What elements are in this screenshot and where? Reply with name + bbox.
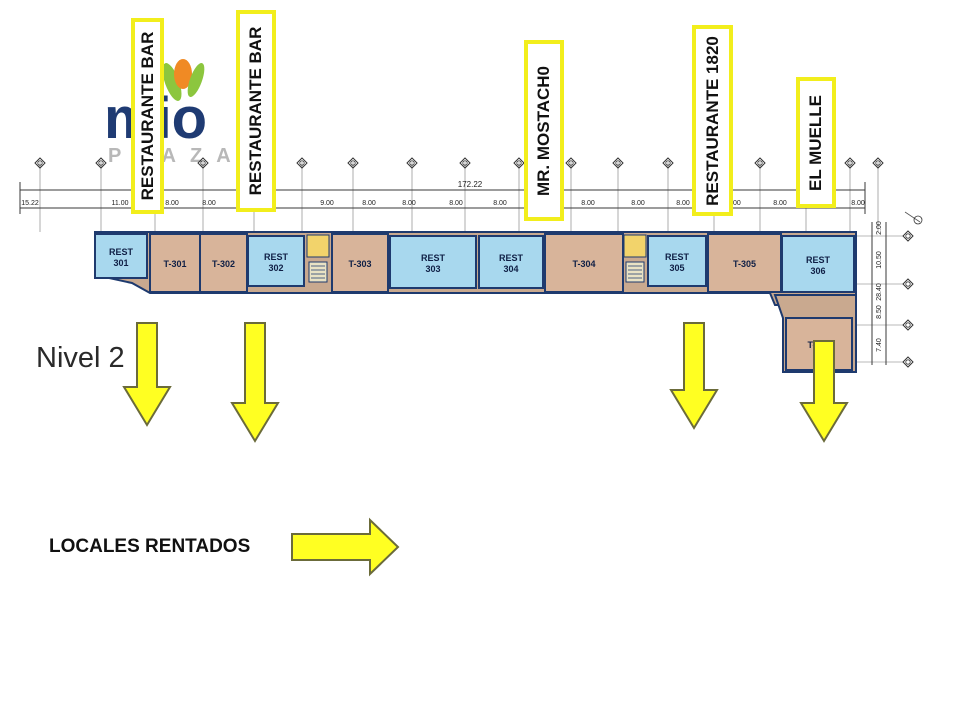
dimension-segment: 8.00 bbox=[362, 200, 376, 207]
dimension-side-value: 8.50 bbox=[876, 305, 883, 319]
grid-marker bbox=[754, 157, 766, 232]
dimension-segment: 11.00 bbox=[112, 200, 129, 207]
dimension-side-value: 10.50 bbox=[876, 251, 883, 269]
unit-label: T-302 bbox=[212, 259, 235, 269]
grid-marker bbox=[34, 157, 46, 232]
unit-label: 304 bbox=[503, 264, 518, 274]
unit-label: REST bbox=[806, 255, 831, 265]
dimension-segment: 15.22 bbox=[21, 200, 39, 207]
grid-marker bbox=[197, 157, 209, 232]
unit-label: REST bbox=[499, 253, 524, 263]
logo-leaf-green-2 bbox=[187, 62, 205, 98]
dimension-segment: 8.00 bbox=[581, 200, 595, 207]
dimension-segment: 9.00 bbox=[320, 200, 334, 207]
dimension-segment: 8.00 bbox=[493, 200, 507, 207]
tenant-name-box: RESTAURANTE BAR bbox=[236, 10, 276, 212]
down-arrows bbox=[122, 322, 849, 443]
unit-label: T-305 bbox=[733, 259, 756, 269]
unit-label: 301 bbox=[113, 258, 128, 268]
legend-arrow bbox=[291, 517, 400, 577]
tenant-name-label: RESTAURANTE 1820 bbox=[702, 35, 722, 206]
grid-marker bbox=[459, 157, 471, 232]
unit-label: REST bbox=[665, 252, 690, 262]
dimension-segment: 8.00 bbox=[165, 200, 179, 207]
dimension-segment: 8.00 bbox=[727, 200, 741, 207]
tenant-name-box: RESTAURANTE 1820 bbox=[692, 25, 733, 216]
mio-plaza-logo: mio PLAZA bbox=[104, 59, 245, 167]
grid-marker bbox=[406, 157, 418, 232]
dimension-segment: 8.00 bbox=[449, 200, 463, 207]
dimension-side: 2.00 10.50 28.40 8.50 7.40 bbox=[876, 221, 883, 352]
tenant-name-box: MR. MOSTACH0 bbox=[524, 40, 564, 221]
grid-marker bbox=[513, 157, 525, 232]
tenant-unit: T-302 bbox=[199, 233, 248, 293]
dimension-side-value: 7.40 bbox=[876, 338, 883, 352]
logo-leaf-green bbox=[162, 63, 182, 101]
tenant-name-box: RESTAURANTE BAR bbox=[131, 18, 164, 214]
tenant-unit: T-305 bbox=[707, 233, 782, 293]
stairs-1 bbox=[306, 234, 330, 283]
grid-marker bbox=[347, 157, 359, 232]
unit-label: REST bbox=[421, 253, 446, 263]
down-arrow bbox=[122, 322, 172, 427]
dimension-segment: 8.00 bbox=[631, 200, 645, 207]
grid-marker bbox=[612, 157, 624, 232]
grid-marker bbox=[856, 230, 914, 242]
grid-marker bbox=[844, 157, 856, 232]
dimension-side-value: 28.40 bbox=[876, 283, 883, 301]
logo-leaf-orange bbox=[174, 59, 192, 89]
tenant-name-label: RESTAURANTE BAR bbox=[137, 31, 157, 201]
grid-marker bbox=[856, 278, 914, 290]
dimension-total: 172.22 bbox=[458, 180, 483, 189]
tenant-name-box: EL MUELLE bbox=[796, 77, 836, 208]
unit-label: 302 bbox=[268, 263, 283, 273]
down-arrow bbox=[799, 340, 849, 443]
dimension-segment: 8.00 bbox=[676, 200, 690, 207]
dimension-side-value: 2.00 bbox=[876, 221, 883, 235]
level-label: Nivel 2 bbox=[36, 342, 125, 374]
unit-label: T-304 bbox=[572, 259, 595, 269]
unit-label: 306 bbox=[810, 266, 825, 276]
dimension-segment: 8.00 bbox=[402, 200, 416, 207]
unit-label: 305 bbox=[669, 263, 684, 273]
unit-label: T-303 bbox=[348, 259, 371, 269]
row-grid-markers bbox=[856, 211, 923, 368]
stairs-2 bbox=[623, 234, 647, 283]
down-arrow bbox=[669, 322, 719, 430]
tenant-name-label: MR. MOSTACH0 bbox=[534, 65, 553, 196]
grid-marker bbox=[662, 157, 674, 232]
grid-marker bbox=[296, 157, 308, 232]
tenant-name-label: EL MUELLE bbox=[806, 94, 825, 191]
tenant-unit: T-301 bbox=[149, 233, 201, 293]
logo-sub-text: PLAZA bbox=[108, 145, 245, 167]
grid-marker bbox=[565, 157, 577, 232]
tenant-unit: T-303 bbox=[331, 233, 389, 293]
dimension-segment: 8.00 bbox=[202, 200, 216, 207]
tenant-unit: T-304 bbox=[544, 233, 624, 293]
unit-label: REST bbox=[264, 252, 289, 262]
unit-label: 303 bbox=[425, 264, 440, 274]
unit-label: REST bbox=[109, 247, 134, 257]
grid-marker bbox=[872, 157, 884, 232]
grid-marker bbox=[856, 319, 914, 331]
tenant-name-label: RESTAURANTE BAR bbox=[246, 26, 265, 196]
unit-label: T-301 bbox=[163, 259, 186, 269]
grid-marker bbox=[856, 356, 914, 368]
dimension-segment: 8.00 bbox=[851, 200, 865, 207]
legend-label: LOCALES RENTADOS bbox=[49, 536, 251, 557]
dimension-segment: 8.00 bbox=[773, 200, 787, 207]
down-arrow bbox=[230, 322, 280, 443]
grid-marker bbox=[95, 157, 107, 232]
